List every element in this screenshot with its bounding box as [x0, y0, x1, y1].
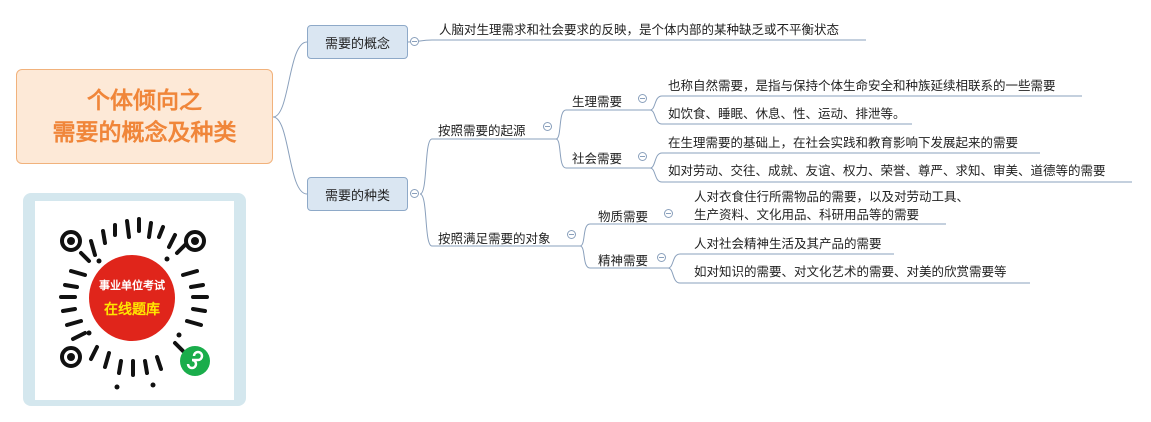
- spiritual-desc: 人对社会精神生活及其产品的需要: [694, 236, 882, 251]
- qr-pattern-graphic: [59, 217, 210, 390]
- material-desc-line2: 生产资料、文化用品、科研用品等的需要: [694, 207, 920, 222]
- physiological-desc: 也称自然需要，是指与保持个体生命安全和种族延续相联系的一些需要: [668, 78, 1056, 93]
- collapse-toggle-material[interactable]: [664, 209, 673, 218]
- node-concept[interactable]: 需要的概念: [307, 25, 408, 59]
- collapse-toggle-concept[interactable]: [410, 37, 419, 46]
- badge-line2: 在线题库: [104, 302, 160, 318]
- root-title-line2: 需要的概念及种类: [52, 119, 237, 146]
- collapse-toggle-by-object[interactable]: [567, 230, 576, 239]
- node-concept-label: 需要的概念: [324, 36, 390, 52]
- node-social[interactable]: 社会需要: [572, 151, 623, 166]
- node-material[interactable]: 物质需要: [598, 209, 649, 224]
- node-by-object[interactable]: 按照满足需要的对象: [438, 231, 551, 246]
- spiritual-examples: 如对知识的需要、对文化艺术的需要、对美的欣赏需要等: [694, 264, 1007, 279]
- node-spiritual[interactable]: 精神需要: [598, 253, 649, 268]
- collapse-toggle-spiritual[interactable]: [657, 253, 666, 262]
- mini-program-icon: [180, 346, 210, 376]
- concept-definition: 人脑对生理需求和社会要求的反映，是个体内部的某种缺乏或不平衡状态: [439, 22, 840, 37]
- physiological-examples: 如饮食、睡眠、休息、性、运动、排泄等。: [668, 106, 906, 121]
- node-physiological[interactable]: 生理需要: [572, 94, 623, 109]
- material-desc-line1: 人对衣食住行所需物品的需要，以及对劳动工具、: [694, 189, 970, 204]
- node-types-label: 需要的种类: [324, 188, 390, 204]
- node-by-origin[interactable]: 按照需要的起源: [438, 123, 526, 138]
- badge-line1: 事业单位考试: [99, 279, 165, 292]
- node-types[interactable]: 需要的种类: [307, 177, 408, 211]
- collapse-toggle-types[interactable]: [410, 189, 419, 198]
- collapse-toggle-physiological[interactable]: [638, 94, 647, 103]
- collapse-toggle-by-origin[interactable]: [543, 122, 552, 131]
- social-examples: 如对劳动、交往、成就、友谊、权力、荣誉、尊严、求知、审美、道德等的需要: [668, 163, 1106, 178]
- qr-center-badge: 事业单位考试 在线题库: [89, 255, 175, 341]
- root-title-line1: 个体倾向之: [87, 87, 202, 114]
- social-desc: 在生理需要的基础上，在社会实践和教育影响下发展起来的需要: [668, 135, 1019, 150]
- root-topic[interactable]: 个体倾向之 需要的概念及种类: [16, 69, 273, 164]
- collapse-toggle-social[interactable]: [638, 152, 647, 161]
